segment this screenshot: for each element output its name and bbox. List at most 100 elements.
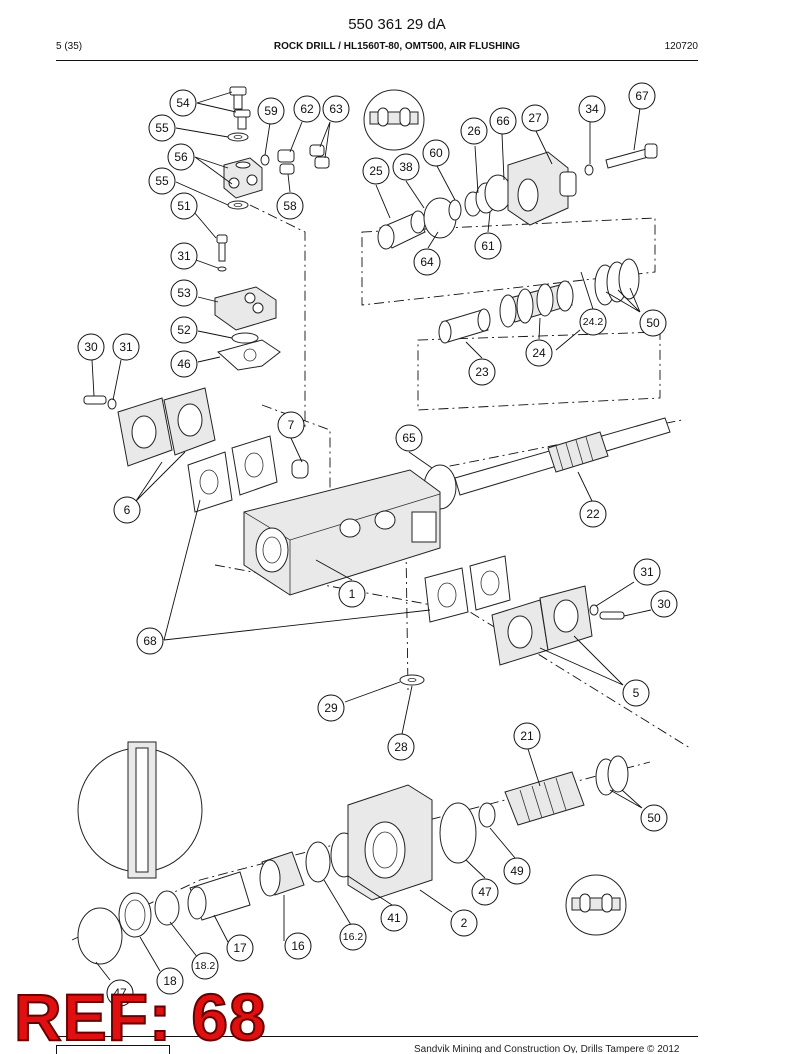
- callout-30-right: 30: [650, 590, 678, 618]
- callout-58: 58: [276, 192, 304, 220]
- svg-text:16: 16: [291, 939, 305, 953]
- svg-text:17: 17: [233, 941, 247, 955]
- svg-text:2: 2: [461, 916, 468, 930]
- svg-text:18.2: 18.2: [195, 960, 216, 972]
- svg-text:67: 67: [635, 89, 649, 103]
- svg-text:26: 26: [467, 124, 481, 138]
- svg-text:27: 27: [528, 111, 542, 125]
- svg-text:61: 61: [481, 239, 495, 253]
- svg-text:46: 46: [177, 357, 191, 371]
- main-body: [243, 459, 441, 596]
- callout-68: 68: [136, 627, 164, 655]
- svg-text:1: 1: [349, 587, 356, 601]
- svg-text:63: 63: [329, 102, 343, 116]
- footer-copyright: Sandvik Mining and Construction Oy, Dril…: [414, 1044, 680, 1053]
- callout-65: 65: [395, 424, 423, 452]
- callout-24: 24: [525, 339, 553, 367]
- svg-text:56: 56: [174, 150, 188, 164]
- callout-18-2: 18.2: [191, 952, 219, 980]
- callout-62: 62: [293, 95, 321, 123]
- svg-text:51: 51: [177, 199, 191, 213]
- callout-50: 50: [639, 309, 667, 337]
- callout-53: 53: [170, 279, 198, 307]
- callout-16-2: 16.2: [339, 923, 367, 951]
- callout-60: 60: [422, 139, 450, 167]
- svg-text:25: 25: [369, 164, 383, 178]
- svg-text:31: 31: [640, 565, 654, 579]
- svg-text:31: 31: [177, 249, 191, 263]
- svg-text:23: 23: [475, 365, 489, 379]
- callout-bubbles: 54 55 56 55 51 31 53 52 46 30 31 6 59 62…: [77, 82, 678, 1007]
- svg-text:34: 34: [585, 102, 599, 116]
- footer-rule: [56, 1036, 698, 1037]
- svg-text:66: 66: [496, 114, 510, 128]
- svg-text:29: 29: [324, 701, 338, 715]
- callout-28: 28: [387, 733, 415, 761]
- page-indicator: 5 (35): [56, 41, 83, 52]
- svg-text:38: 38: [399, 160, 413, 174]
- bottom-parts: [77, 741, 629, 965]
- svg-text:59: 59: [264, 104, 278, 118]
- svg-text:64: 64: [420, 255, 434, 269]
- svg-text:6: 6: [124, 503, 131, 517]
- callout-38: 38: [392, 153, 420, 181]
- callout-5: 5: [622, 679, 650, 707]
- svg-text:65: 65: [402, 431, 416, 445]
- svg-text:47: 47: [113, 986, 127, 1000]
- callout-29: 29: [317, 694, 345, 722]
- callout-67: 67: [628, 82, 656, 110]
- callout-21: 21: [513, 722, 541, 750]
- svg-text:62: 62: [300, 102, 314, 116]
- callout-26: 26: [460, 117, 488, 145]
- svg-text:41: 41: [387, 911, 401, 925]
- svg-text:7: 7: [288, 418, 295, 432]
- callout-25: 25: [362, 157, 390, 185]
- svg-text:5: 5: [633, 686, 640, 700]
- reference-label: REF: 68: [13, 980, 267, 1054]
- callout-2: 2: [450, 909, 478, 937]
- callout-24-2: 24.2: [579, 308, 607, 336]
- callout-41: 41: [380, 904, 408, 932]
- callout-31: 31: [170, 242, 198, 270]
- svg-text:18: 18: [163, 974, 177, 988]
- svg-text:54: 54: [176, 96, 190, 110]
- callout-22: 22: [579, 500, 607, 528]
- callout-31-right: 31: [633, 558, 661, 586]
- svg-text:58: 58: [283, 199, 297, 213]
- callout-6: 6: [113, 496, 141, 524]
- callout-52: 52: [170, 316, 198, 344]
- svg-text:30: 30: [84, 340, 98, 354]
- callout-55-lower: 55: [148, 167, 176, 195]
- svg-text:28: 28: [394, 740, 408, 754]
- callout-7: 7: [277, 411, 305, 439]
- callout-54: 54: [169, 89, 197, 117]
- callout-56: 56: [167, 143, 195, 171]
- callout-66: 66: [489, 107, 517, 135]
- header-rule: [56, 60, 698, 61]
- callout-51: 51: [170, 192, 198, 220]
- left-side-parts: [83, 387, 278, 513]
- callout-31-left: 31: [112, 333, 140, 361]
- callout-16: 16: [284, 932, 312, 960]
- leader-lines: [91, 91, 652, 981]
- callout-49: 49: [503, 857, 531, 885]
- callout-34: 34: [578, 95, 606, 123]
- callout-55: 55: [148, 114, 176, 142]
- svg-text:52: 52: [177, 323, 191, 337]
- svg-text:22: 22: [586, 507, 600, 521]
- svg-text:30: 30: [657, 597, 671, 611]
- svg-text:24.2: 24.2: [583, 316, 604, 328]
- document-number: 550 361 29 dA: [348, 16, 446, 33]
- callout-30: 30: [77, 333, 105, 361]
- right-side-parts: [399, 555, 625, 686]
- callout-61: 61: [474, 232, 502, 260]
- callout-46: 46: [170, 350, 198, 378]
- svg-text:50: 50: [646, 316, 660, 330]
- callout-47-lower: 47: [106, 979, 134, 1007]
- svg-text:24: 24: [532, 346, 546, 360]
- svg-text:68: 68: [143, 634, 157, 648]
- svg-text:55: 55: [155, 174, 169, 188]
- svg-text:31: 31: [119, 340, 133, 354]
- top-left-parts: [214, 86, 330, 371]
